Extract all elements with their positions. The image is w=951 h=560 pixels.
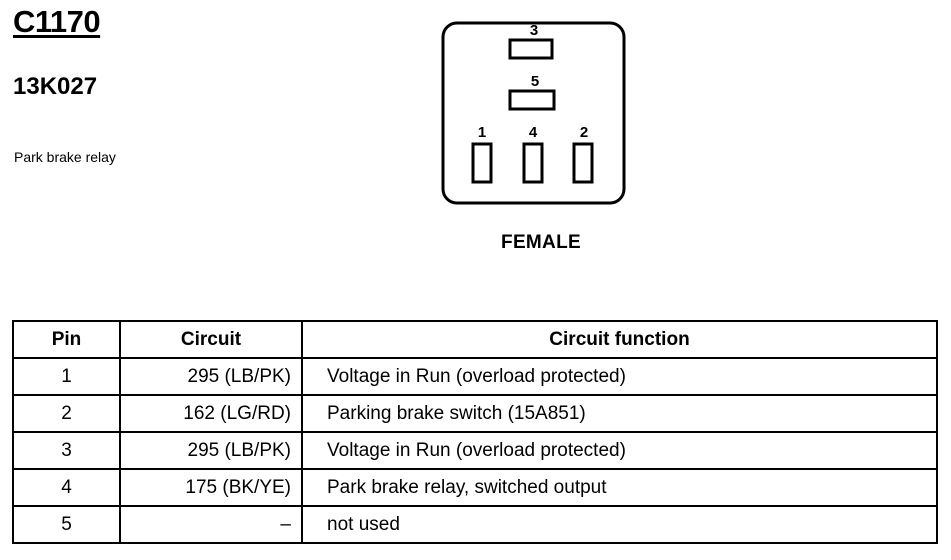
- terminal-3: [508, 38, 554, 60]
- connector-description: Park brake relay: [14, 149, 116, 165]
- terminal-label-2: 2: [580, 124, 588, 141]
- function-cell: not used: [301, 505, 938, 544]
- circuit-cell: 295 (LB/PK): [119, 431, 303, 470]
- function-cell: Voltage in Run (overload protected): [301, 357, 938, 396]
- circuit-cell: 175 (BK/YE): [119, 468, 303, 507]
- terminal-1: [471, 142, 493, 184]
- pin-cell: 4: [12, 468, 121, 507]
- connector-gender: FEMALE: [501, 232, 581, 253]
- connector-face-diagram: 3 5 1 4 2: [441, 21, 626, 205]
- function-cell: Voltage in Run (overload protected): [301, 431, 938, 470]
- terminal-label-3: 3: [530, 22, 538, 39]
- column-header-pin: Pin: [12, 320, 121, 359]
- terminal-label-5: 5: [531, 73, 539, 90]
- table-header-row: Pin Circuit Circuit function: [12, 320, 938, 359]
- pin-cell: 3: [12, 431, 121, 470]
- connector-housing: [441, 21, 626, 205]
- table-row: 4 175 (BK/YE) Park brake relay, switched…: [12, 468, 938, 507]
- part-number: 13K027: [13, 73, 98, 100]
- function-cell: Parking brake switch (15A851): [301, 394, 938, 433]
- terminal-4: [522, 142, 544, 184]
- terminal-2: [572, 142, 594, 184]
- terminal-label-4: 4: [529, 124, 538, 141]
- table-row: 2 162 (LG/RD) Parking brake switch (15A8…: [12, 394, 938, 433]
- connector-id: C1170: [13, 4, 101, 39]
- column-header-function: Circuit function: [301, 320, 938, 359]
- pin-cell: 2: [12, 394, 121, 433]
- column-header-circuit: Circuit: [119, 320, 303, 359]
- circuit-cell: –: [119, 505, 303, 544]
- terminal-5: [508, 89, 556, 111]
- table-row: 3 295 (LB/PK) Voltage in Run (overload p…: [12, 431, 938, 470]
- pin-cell: 1: [12, 357, 121, 396]
- circuit-cell: 162 (LG/RD): [119, 394, 303, 433]
- table-row: 1 295 (LB/PK) Voltage in Run (overload p…: [12, 357, 938, 396]
- table-row: 5 – not used: [12, 505, 938, 544]
- pinout-table: Pin Circuit Circuit function 1 295 (LB/P…: [12, 320, 938, 544]
- pin-cell: 5: [12, 505, 121, 544]
- terminal-label-1: 1: [478, 124, 486, 141]
- function-cell: Park brake relay, switched output: [301, 468, 938, 507]
- circuit-cell: 295 (LB/PK): [119, 357, 303, 396]
